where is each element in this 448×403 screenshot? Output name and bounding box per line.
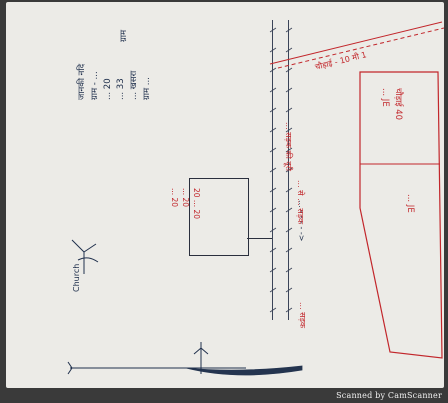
plot-connector — [247, 238, 272, 239]
note-line-5: ... खसरा — [129, 70, 139, 100]
left-notes: जानकी नदि ग्राम - ... ... 20 ... 33 ... … — [76, 64, 154, 100]
plot-box — [189, 178, 249, 256]
road-label-3: ... - - - - -> — [297, 200, 306, 242]
road-hatching — [269, 27, 293, 313]
wedge-sketch — [67, 361, 303, 376]
note-line-1: जानकी नदि — [77, 63, 87, 100]
scanner-watermark: Scanned by CamScanner — [336, 391, 442, 400]
tick-mark — [193, 342, 209, 374]
building-top-text: चौड़ाई 40 ... JE — [378, 88, 404, 120]
note-line-6: ग्राम ... — [142, 77, 152, 100]
plot-box-text: 20 ... 20 ... 20 ... 20 — [169, 188, 202, 219]
road-label-4: ... सड़क — [298, 302, 307, 329]
scanned-page: जानकी नदि ग्राम - ... ... 20 ... 33 ... … — [6, 2, 444, 388]
note-line-2: ग्राम - ... — [90, 71, 100, 100]
building-top-line-1: चौड़ाई 40 — [393, 88, 403, 121]
building-top-line-2: ... JE — [380, 88, 390, 107]
top-red-border — [269, 21, 444, 69]
plot-box-line-3: ... 20 — [170, 188, 179, 208]
north-arrow-sketch — [71, 239, 99, 274]
road-label-1: ... सड़क की दूरी — [284, 122, 293, 171]
note-line-3: ... 20 — [103, 78, 113, 100]
plot-box-line-2: ... 20 — [181, 188, 190, 208]
side-note: ग्राम — [119, 29, 129, 42]
building-bottom-text: ... JE — [403, 194, 416, 213]
red-building-outline — [359, 71, 443, 359]
plot-box-line-1: 20 ... 20 — [192, 188, 201, 220]
compass-label: Church — [72, 263, 81, 292]
building-bottom-line-1: ... JE — [405, 194, 415, 213]
note-line-4: ... 33 — [116, 78, 126, 100]
